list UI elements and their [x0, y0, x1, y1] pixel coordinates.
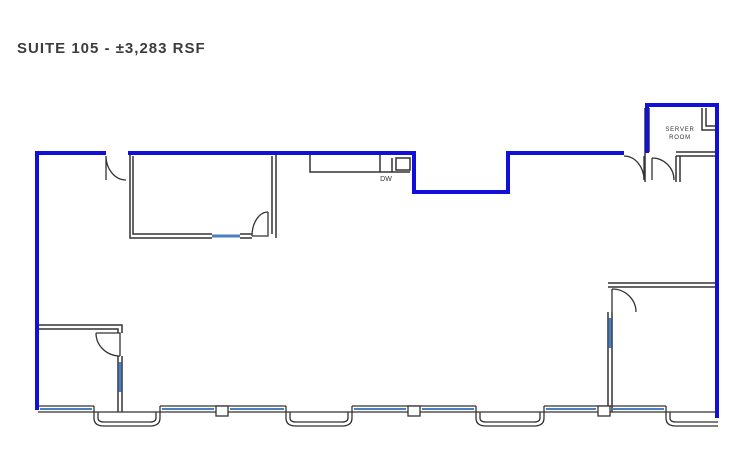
office-right-walls	[607, 282, 716, 412]
door-office-upper-left	[251, 211, 269, 237]
window-bay-2	[285, 406, 353, 427]
office-lower-left-walls	[38, 324, 123, 412]
window-glass	[40, 234, 664, 410]
window-bay-3	[475, 406, 545, 427]
suite-title: SUITE 105 - ±3,283 RSF	[17, 40, 206, 57]
door-office-right	[611, 288, 637, 313]
window-bay-4	[665, 406, 718, 427]
server-room-label-line1: SERVER	[665, 127, 694, 133]
door-office-lower-left	[95, 332, 121, 357]
column-1	[215, 405, 229, 417]
window-bay-1	[93, 406, 161, 427]
dishwasher-label: DW	[380, 176, 392, 183]
suite-boundary	[35, 103, 719, 418]
office-upper-left-walls	[129, 154, 277, 239]
door-server-room	[651, 157, 675, 181]
server-room-label-line2: ROOM	[669, 135, 691, 141]
column-2	[407, 405, 421, 417]
door-entry-right	[623, 155, 645, 181]
column-3	[597, 405, 611, 417]
door-entry-left	[105, 155, 127, 181]
interior-walls	[38, 108, 716, 412]
server-room-walls	[644, 108, 716, 182]
kitchen-counter	[309, 154, 411, 173]
exterior-window-wall	[38, 405, 718, 427]
door-swings	[95, 155, 675, 357]
